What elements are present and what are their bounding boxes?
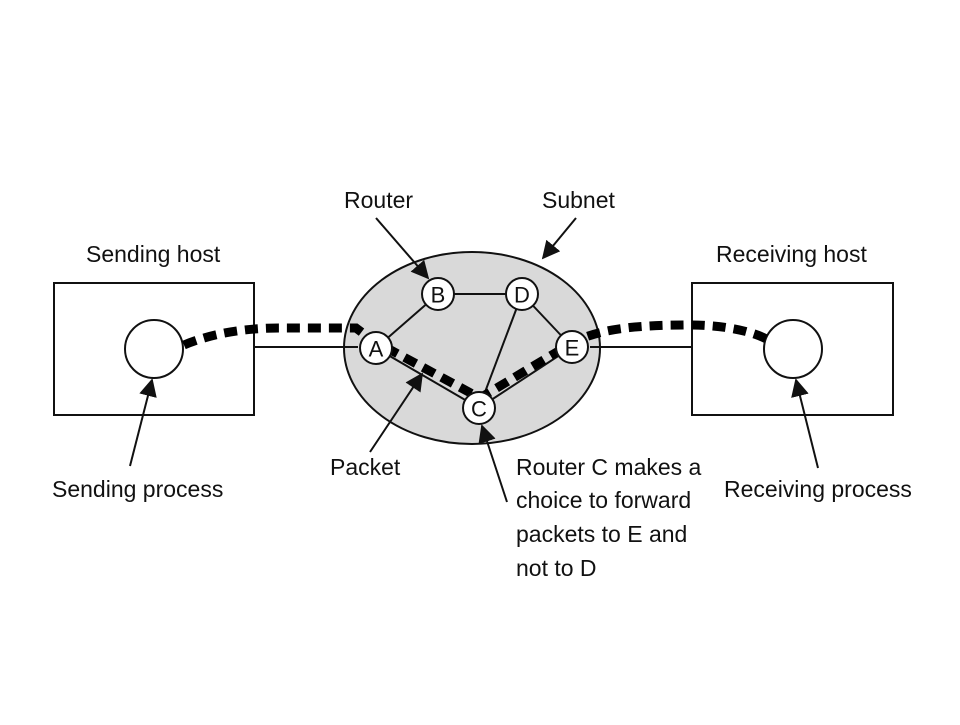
router-label: Router bbox=[344, 187, 413, 213]
receiving-process-label: Receiving process bbox=[724, 476, 912, 502]
router-arrow bbox=[375, 217, 430, 280]
router-node-d: D bbox=[505, 277, 539, 311]
receiving-process-circle bbox=[763, 319, 823, 379]
router-node-e-label: E bbox=[565, 336, 580, 361]
sending-host-label: Sending host bbox=[86, 241, 221, 267]
link-a-c bbox=[375, 347, 480, 409]
router-node-b: B bbox=[421, 277, 455, 311]
link-d-c bbox=[478, 293, 523, 409]
router-c-arrow bbox=[478, 424, 508, 503]
router-node-a: A bbox=[359, 331, 393, 365]
sending-process-circle bbox=[124, 319, 184, 379]
subnet-arrow bbox=[541, 217, 577, 260]
router-node-b-label: B bbox=[431, 283, 446, 308]
receiving-process-arrow bbox=[791, 378, 819, 469]
router-c-note-line-4: not to D bbox=[516, 555, 597, 581]
sending-process-label: Sending process bbox=[52, 476, 223, 502]
router-node-a-label: A bbox=[369, 337, 384, 362]
packet-label: Packet bbox=[330, 454, 401, 480]
sending-process-arrow bbox=[129, 378, 157, 467]
subnet-label: Subnet bbox=[542, 187, 616, 213]
packet-arrow bbox=[369, 372, 423, 453]
router-node-d-label: D bbox=[514, 283, 530, 308]
router-node-e: E bbox=[555, 330, 589, 364]
router-node-c-label: C bbox=[471, 397, 487, 422]
router-c-note-line-1: Router C makes a bbox=[516, 454, 702, 480]
router-c-note-line-3: packets to E and bbox=[516, 521, 687, 547]
router-c-note-line-2: choice to forward bbox=[516, 487, 691, 513]
receiving-host-label: Receiving host bbox=[716, 241, 867, 267]
router-node-c: C bbox=[462, 391, 496, 425]
